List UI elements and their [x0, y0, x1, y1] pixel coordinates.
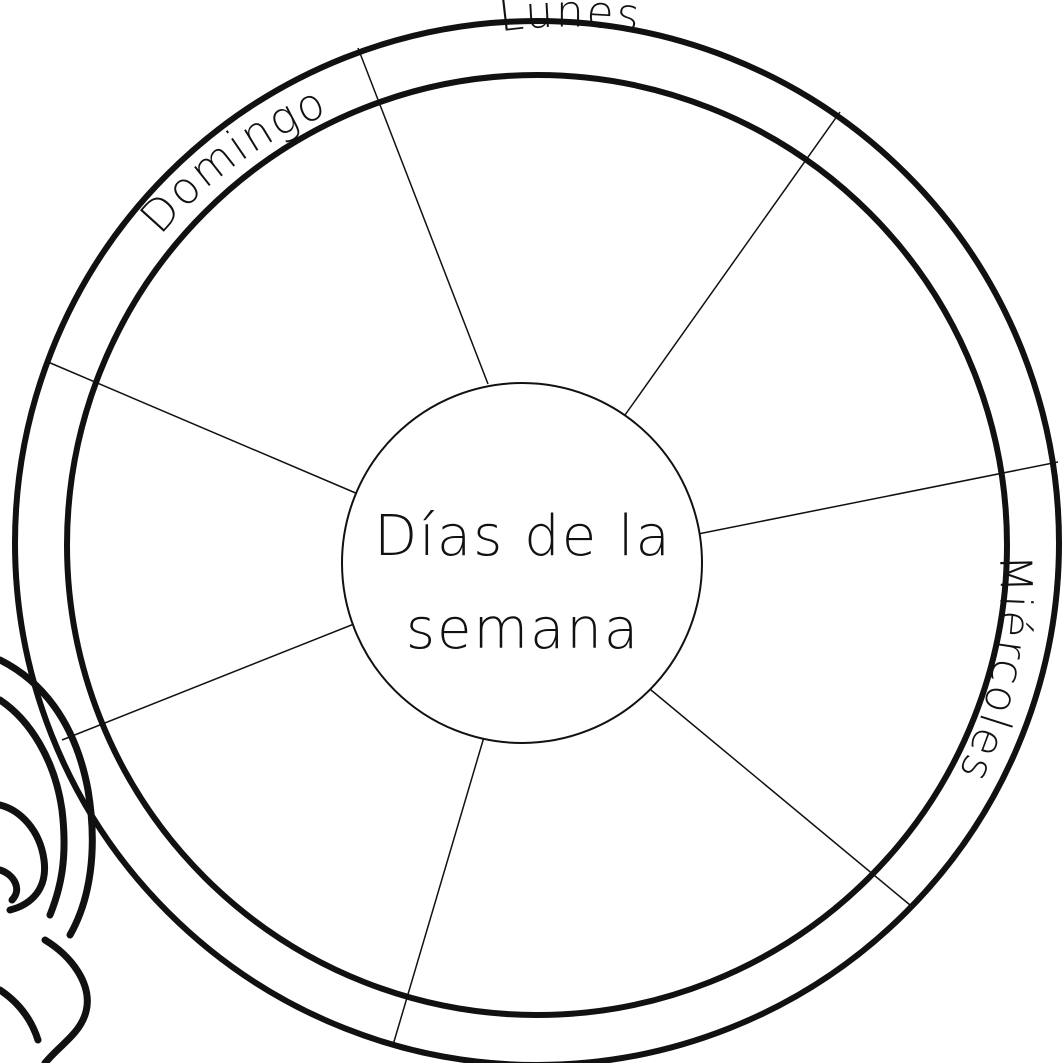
divider-viernes-sabado: [61, 623, 355, 741]
day-label-domingo-text: Domingo: [130, 77, 334, 244]
divider-sabado-domingo: [47, 361, 359, 495]
character-ear: [0, 866, 21, 904]
divider-martes-miercoles: [692, 461, 1059, 536]
divider-miercoles-jueves: [644, 684, 911, 906]
day-label-domingo: Domingo: [130, 77, 332, 244]
inner-ring: [64, 72, 1010, 1018]
character-face-outline: [0, 801, 49, 914]
character-hair-outline: [0, 656, 96, 939]
day-label-miercoles-text: Miércoles: [948, 554, 1041, 791]
center-circle: [341, 382, 703, 744]
character-shoulder: [0, 986, 42, 1044]
center-title-line2: semana: [406, 597, 640, 662]
sector-dividers: [47, 47, 1059, 1046]
divider-jueves-viernes: [392, 736, 485, 1046]
day-label-lunes: Lunes: [496, 0, 642, 42]
outer-ring: [12, 18, 1062, 1063]
divider-domingo-lunes: [357, 47, 489, 385]
center-title-line1: Días de la: [374, 504, 672, 569]
day-label-miercoles: Miércoles: [948, 554, 1039, 791]
day-label-lunes-text: Lunes: [496, 0, 644, 42]
divider-lunes-martes: [624, 111, 841, 416]
character-collar: [41, 936, 91, 1063]
cartoon-character-illustration: [0, 656, 96, 1063]
character-hair-strand: [0, 696, 68, 919]
